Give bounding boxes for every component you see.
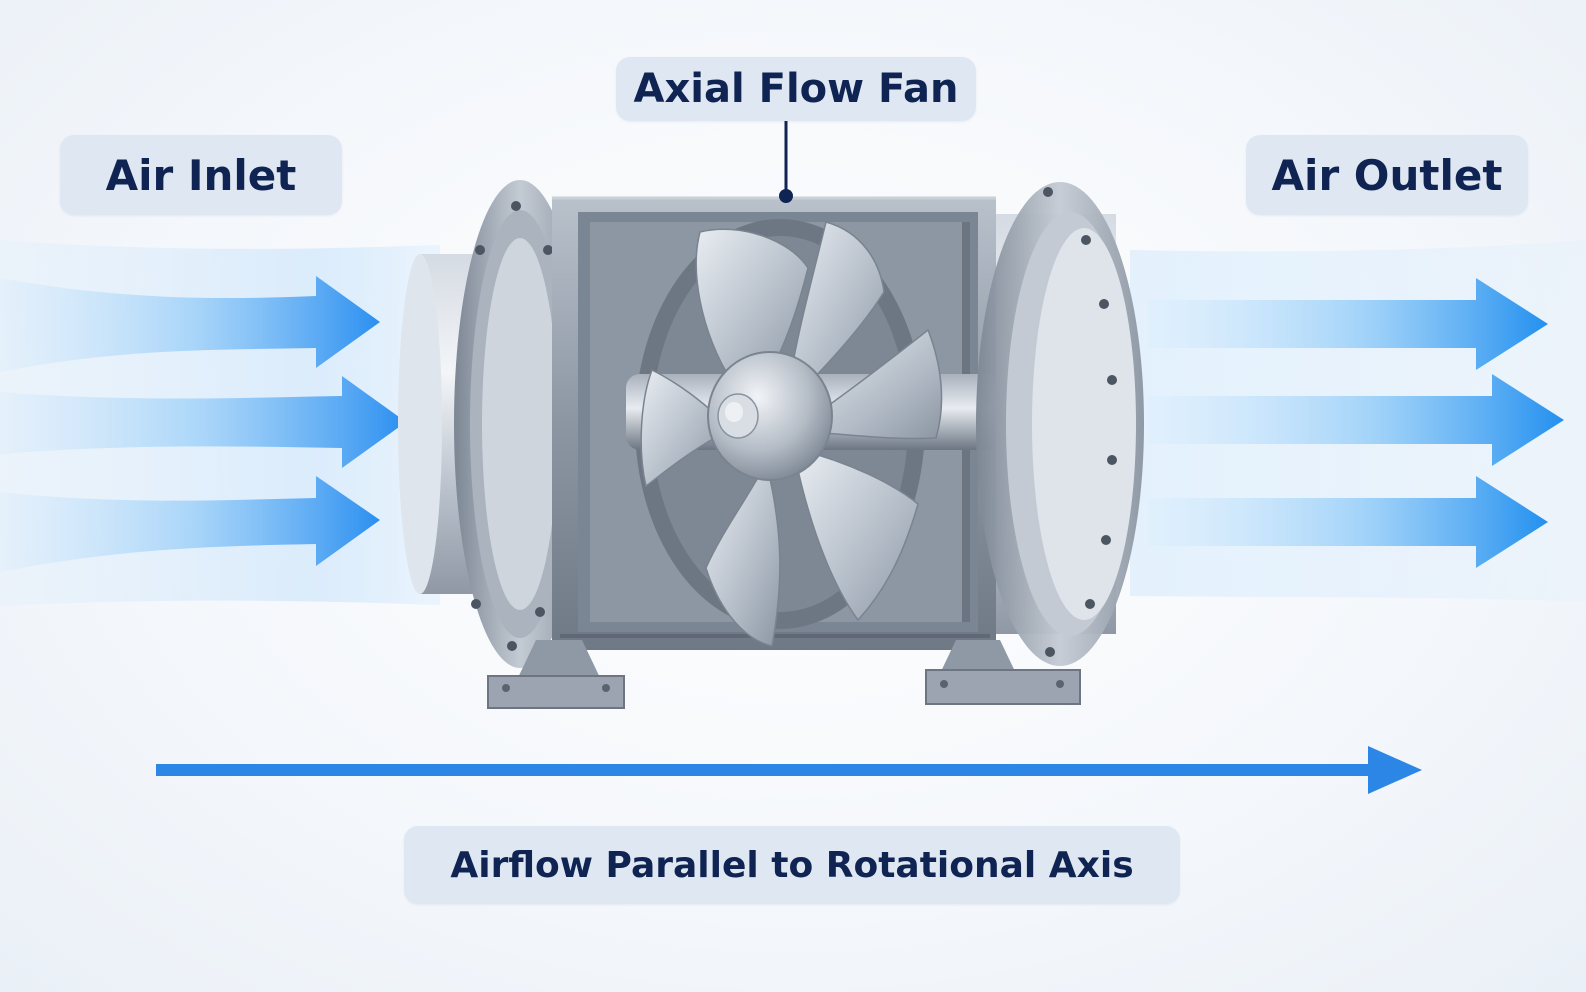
inlet-flange — [454, 180, 586, 668]
fan-label-leader-dot — [779, 189, 793, 203]
inlet-arrows — [0, 276, 406, 572]
fan-blades — [640, 221, 943, 647]
outlet-arrows — [1148, 278, 1564, 568]
right-arrow-icon — [0, 376, 406, 468]
fan-hub — [707, 351, 833, 481]
right-arrow-icon — [0, 276, 380, 372]
outlet-flange — [976, 182, 1144, 666]
airflow-axis-label: Airflow Parallel to Rotational Axis — [404, 826, 1180, 904]
axial-flow-fan-label: Axial Flow Fan — [616, 57, 976, 121]
rotational-axis-arrow — [156, 746, 1422, 794]
right-arrow-icon — [1148, 476, 1548, 568]
air-inlet-label: Air Inlet — [60, 135, 342, 215]
right-arrow-icon — [1148, 278, 1548, 370]
right-arrow-icon — [1368, 746, 1422, 794]
right-arrow-icon — [1148, 374, 1564, 466]
right-arrow-icon — [0, 476, 380, 572]
air-outlet-label: Air Outlet — [1246, 135, 1528, 215]
support-feet — [487, 640, 1081, 709]
